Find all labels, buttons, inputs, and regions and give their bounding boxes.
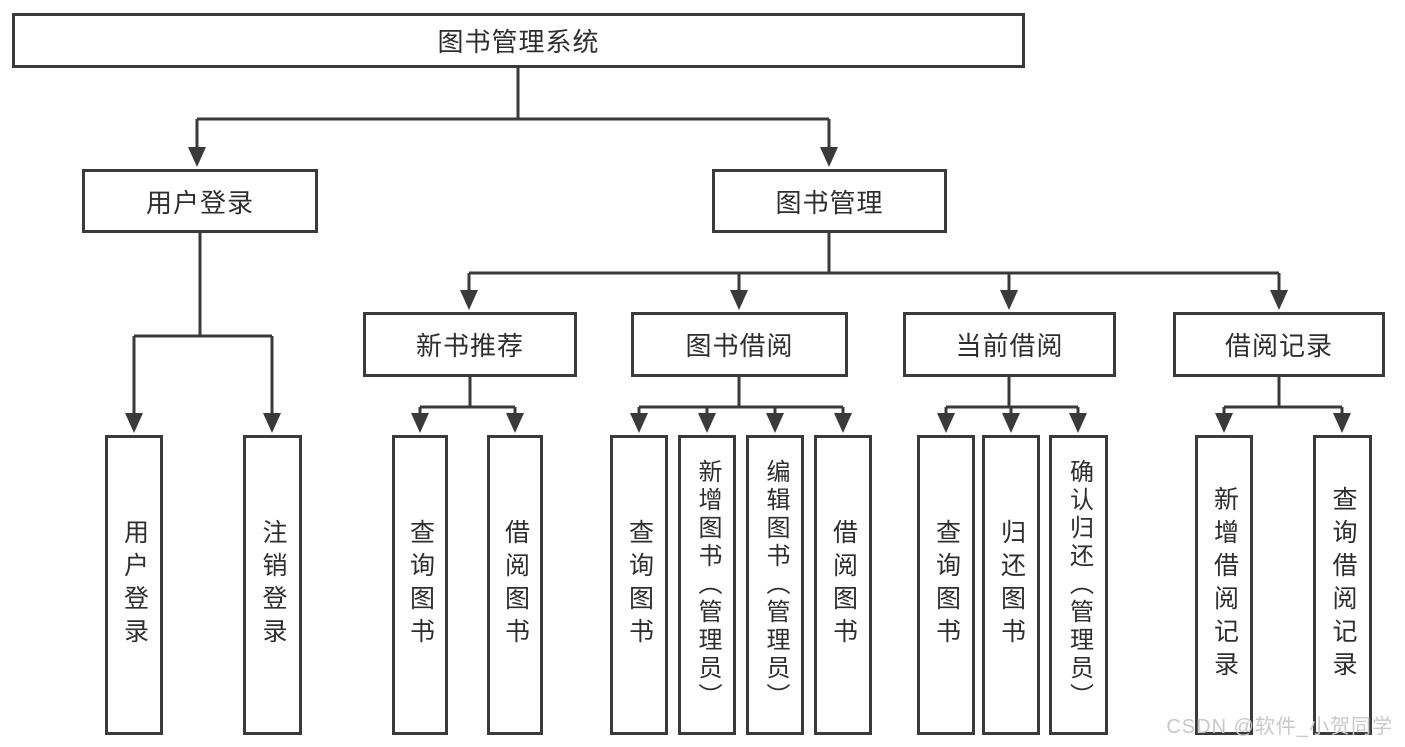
node-new-book-recommend-label: 新书推荐 (415, 331, 524, 361)
leaf-query-books-1-label: 查询图书 (406, 519, 435, 651)
node-book-borrow-label: 图书借阅 (685, 331, 794, 361)
node-book-borrow: 图书借阅 (631, 312, 848, 377)
leaf-user-login-label: 用户登录 (120, 519, 149, 651)
leaf-return-book: 归还图书 (982, 435, 1040, 735)
csdn-watermark: CSDN @软件_小贺同学 (1166, 716, 1393, 738)
leaf-return-book-label: 归还图书 (997, 519, 1026, 651)
leaf-borrow-books-2-label: 借阅图书 (829, 519, 858, 651)
node-current-borrow: 当前借阅 (903, 312, 1116, 377)
node-user-login: 用户登录 (82, 169, 318, 233)
leaf-query-books-3: 查询图书 (917, 435, 975, 735)
leaf-add-book-admin: 新增图书（管理员） (678, 435, 736, 735)
leaf-query-borrow-record: 查询借阅记录 (1313, 435, 1372, 735)
leaf-logout-login: 注销登录 (243, 435, 302, 735)
node-book-management-label: 图书管理 (775, 187, 884, 218)
node-new-book-recommend: 新书推荐 (363, 312, 577, 377)
leaf-query-books-1: 查询图书 (392, 435, 448, 735)
leaf-logout-login-label: 注销登录 (259, 519, 287, 651)
node-borrow-records-label: 借阅记录 (1224, 331, 1333, 361)
leaf-add-book-admin-label: 新增图书（管理员） (694, 459, 721, 711)
leaf-borrow-books-1-label: 借阅图书 (501, 519, 530, 651)
node-current-borrow-label: 当前借阅 (955, 331, 1064, 361)
leaf-edit-book-admin: 编辑图书（管理员） (746, 435, 804, 735)
leaf-query-borrow-record-label: 查询借阅记录 (1329, 486, 1357, 684)
node-root-label: 图书管理系统 (437, 27, 600, 57)
node-book-management: 图书管理 (712, 169, 947, 233)
leaf-add-borrow-record-label: 新增借阅记录 (1210, 486, 1239, 684)
node-user-login-label: 用户登录 (145, 187, 254, 218)
node-root: 图书管理系统 (12, 13, 1025, 68)
leaf-query-books-3-label: 查询图书 (932, 519, 961, 651)
leaf-add-borrow-record: 新增借阅记录 (1195, 435, 1253, 735)
leaf-query-books-2: 查询图书 (610, 435, 668, 735)
leaf-query-books-2-label: 查询图书 (625, 519, 654, 651)
leaf-borrow-books-1: 借阅图书 (487, 435, 543, 735)
leaf-borrow-books-2: 借阅图书 (814, 435, 872, 735)
leaf-edit-book-admin-label: 编辑图书（管理员） (762, 459, 789, 711)
node-borrow-records: 借阅记录 (1173, 312, 1385, 377)
leaf-user-login: 用户登录 (105, 435, 163, 735)
leaf-confirm-return-admin: 确认归还（管理员） (1049, 435, 1108, 735)
leaf-confirm-return-admin-label: 确认归还（管理员） (1065, 459, 1093, 711)
